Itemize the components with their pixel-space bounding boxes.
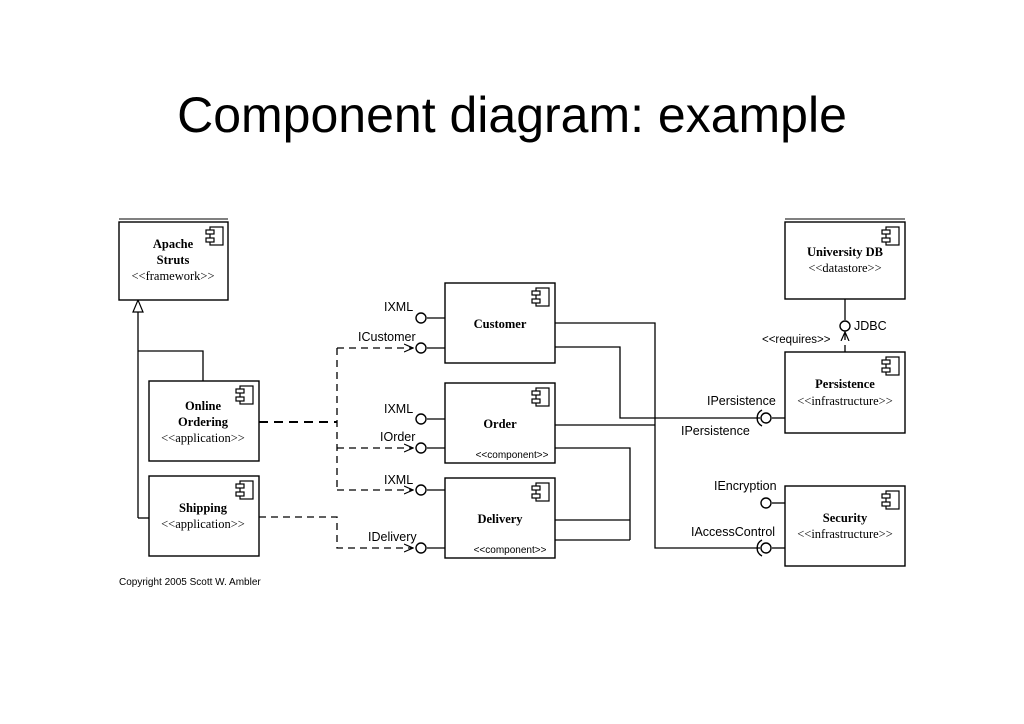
- online-ordering-stereotype: <<application>>: [161, 431, 245, 445]
- component-online-ordering: Online Ordering <<application>>: [148, 380, 260, 462]
- provided-interface-icon: [415, 442, 427, 454]
- component-persistence: Persistence <<infrastructure>>: [784, 351, 906, 434]
- component-customer: Customer: [444, 282, 556, 364]
- component-university-db: University DB <<datastore>>: [784, 218, 906, 300]
- order-stereotype: <<component>>: [476, 450, 549, 461]
- label-iorder: IOrder: [380, 430, 415, 444]
- required-interface-icon: [756, 409, 763, 427]
- provided-interface-icon: [415, 312, 427, 324]
- label-order-ixml: IXML: [384, 402, 413, 416]
- provided-interface-icon: [760, 542, 772, 554]
- label-iencryption: IEncryption: [714, 479, 777, 493]
- shipping-stereotype: <<application>>: [161, 517, 245, 531]
- customer-name: Customer: [474, 317, 527, 331]
- label-ipersistence-provided: IPersistence: [707, 394, 776, 408]
- online-ordering-name-1: Online: [185, 399, 222, 413]
- online-ordering-generalization: [138, 350, 204, 381]
- provided-interface-icon: [415, 413, 427, 425]
- component-apache-struts: Apache Struts <<framework>>: [118, 218, 229, 301]
- component-order: Order <<component>>: [444, 382, 556, 464]
- online-ordering-name-2: Ordering: [178, 415, 229, 429]
- label-idelivery: IDelivery: [368, 530, 417, 544]
- university-db-name: University DB: [807, 245, 883, 259]
- customer-to-persistence-2: [555, 346, 760, 419]
- customer-to-persistence: [555, 322, 760, 549]
- generalization-arrowhead: [132, 298, 144, 313]
- provided-interface-icon: [415, 542, 427, 554]
- component-security: Security <<infrastructure>>: [784, 485, 906, 567]
- provided-interface-icon: [760, 497, 772, 509]
- apache-struts-stereotype: <<framework>>: [131, 269, 214, 283]
- copyright-notice: Copyright 2005 Scott W. Ambler: [119, 577, 261, 588]
- label-ipersistence-required: IPersistence: [681, 424, 750, 438]
- provided-interface-icon: [760, 412, 772, 424]
- provided-interface-icon: [415, 342, 427, 354]
- delivery-stereotype: <<component>>: [474, 545, 547, 556]
- label-customer-ixml: IXML: [384, 300, 413, 314]
- university-db-stereotype: <<datastore>>: [808, 261, 881, 275]
- delivery-name: Delivery: [477, 512, 523, 526]
- label-requires: <<requires>>: [762, 334, 831, 346]
- provided-interface-icon: [839, 320, 851, 332]
- persistence-stereotype: <<infrastructure>>: [797, 394, 893, 408]
- order-name: Order: [483, 417, 517, 431]
- component-delivery: Delivery <<component>>: [444, 477, 556, 559]
- label-icustomer: ICustomer: [358, 330, 416, 344]
- apache-struts-name-1: Apache: [153, 237, 194, 251]
- persistence-name: Persistence: [815, 377, 875, 391]
- required-interface-icon: [756, 539, 763, 557]
- component-shipping: Shipping <<application>>: [148, 475, 260, 557]
- label-delivery-ixml: IXML: [384, 473, 413, 487]
- shipping-name: Shipping: [179, 501, 228, 515]
- shipping-dependency: [259, 516, 413, 548]
- provided-interface-icon: [415, 484, 427, 496]
- order-wire-2: [555, 447, 631, 540]
- label-iaccesscontrol: IAccessControl: [691, 525, 775, 539]
- security-stereotype: <<infrastructure>>: [797, 527, 893, 541]
- label-jdbc: JDBC: [854, 319, 887, 333]
- security-name: Security: [823, 511, 868, 525]
- apache-struts-name-2: Struts: [157, 253, 190, 267]
- slide-title: Component diagram: example: [177, 87, 847, 143]
